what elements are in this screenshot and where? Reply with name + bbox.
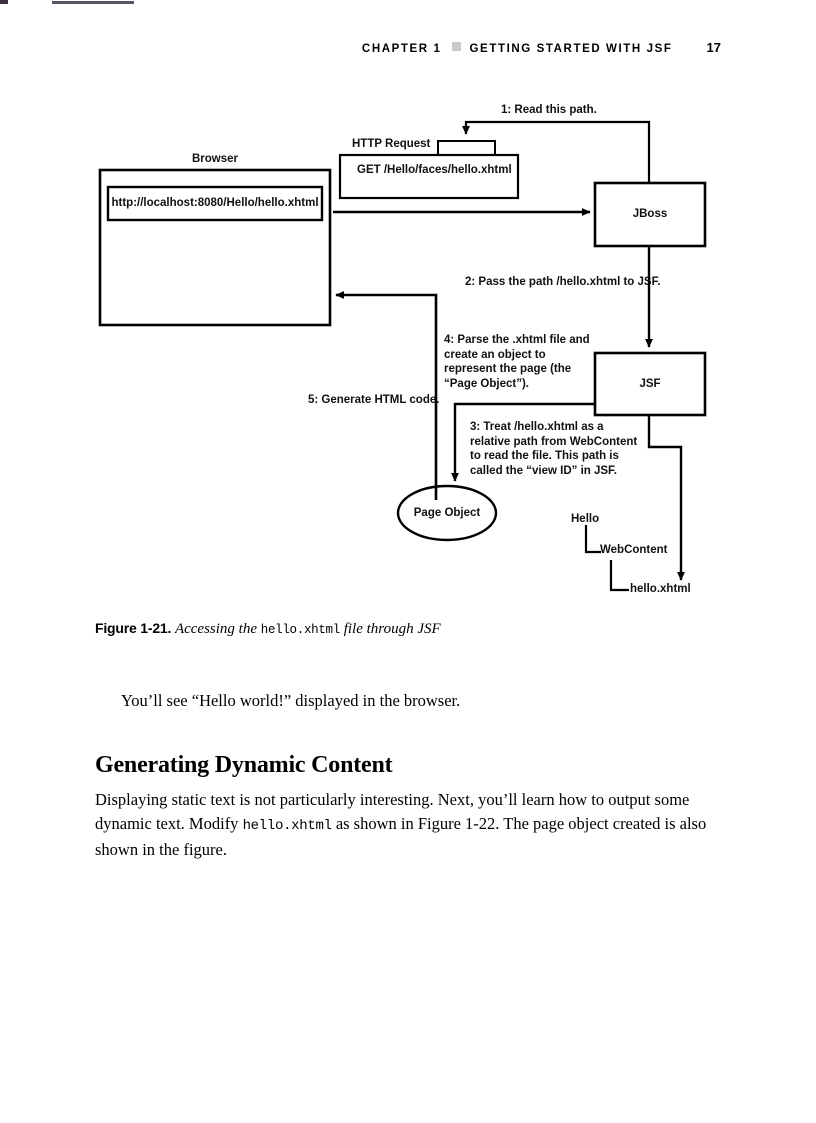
tree-leaf-hello-xhtml: hello.xhtml <box>630 583 691 595</box>
tree-root-hello: Hello <box>571 513 600 525</box>
paragraph-part-2: as shown in Figure 1-22. The page object… <box>95 813 707 859</box>
running-head-title: GETTING STARTED WITH JSF <box>469 43 673 55</box>
figure-1-21: Browser http://localhost:8080/Hello/hell… <box>98 104 707 595</box>
figure-vector-art <box>98 120 707 592</box>
url-value: http://localhost:8080/Hello/hello.xhtml <box>111 197 319 209</box>
figure-caption-text-after: file through JSF <box>339 621 441 637</box>
http-request-label: HTTP Request <box>352 138 431 150</box>
step-2-label: 2: Pass the path /hello.xhtml to JSF. <box>465 276 661 288</box>
paragraph-inline-code: hello.xhtml <box>242 817 332 834</box>
figure-caption-number: Figure 1-21. <box>95 620 172 636</box>
square-bullet-icon <box>451 42 461 51</box>
step-5-label: 5: Generate HTML code. <box>308 394 440 406</box>
section-heading-generating-dynamic-content: Generating Dynamic Content <box>95 751 393 778</box>
crop-mark <box>0 0 8 4</box>
page-number: 17 <box>706 40 721 55</box>
page-object-node: Page Object <box>413 507 481 519</box>
paragraph-hello-world: You’ll see “Hello world!” displayed in t… <box>121 690 461 710</box>
http-request-line: GET /Hello/faces/hello.xhtml <box>357 164 512 176</box>
jboss-node: JBoss <box>632 208 668 220</box>
top-rule <box>52 1 134 4</box>
jsf-node: JSF <box>639 378 661 390</box>
figure-caption: Figure 1-21. Accessing the hello.xhtml f… <box>95 618 735 640</box>
figure-caption-code: hello.xhtml <box>260 623 341 637</box>
browser-label: Browser <box>191 153 239 165</box>
tree-node-webcontent: WebContent <box>600 544 668 556</box>
figure-caption-text-before: Accessing the <box>174 621 261 637</box>
running-head-chapter: CHAPTER 1 <box>361 43 442 55</box>
paragraph-part-1: Displaying static text is not particular… <box>95 789 690 833</box>
step-3-label: 3: Treat /hello.xhtml as a relative path… <box>470 421 638 477</box>
step-1-label: 1: Read this path. <box>501 104 597 116</box>
paragraph-dynamic-content: Displaying static text is not particular… <box>95 788 717 862</box>
step-4-label: 4: Parse the .xhtml file and create an o… <box>444 334 590 390</box>
running-head: CHAPTER 1 GETTING STARTED WITH JSF 17 <box>0 40 816 55</box>
